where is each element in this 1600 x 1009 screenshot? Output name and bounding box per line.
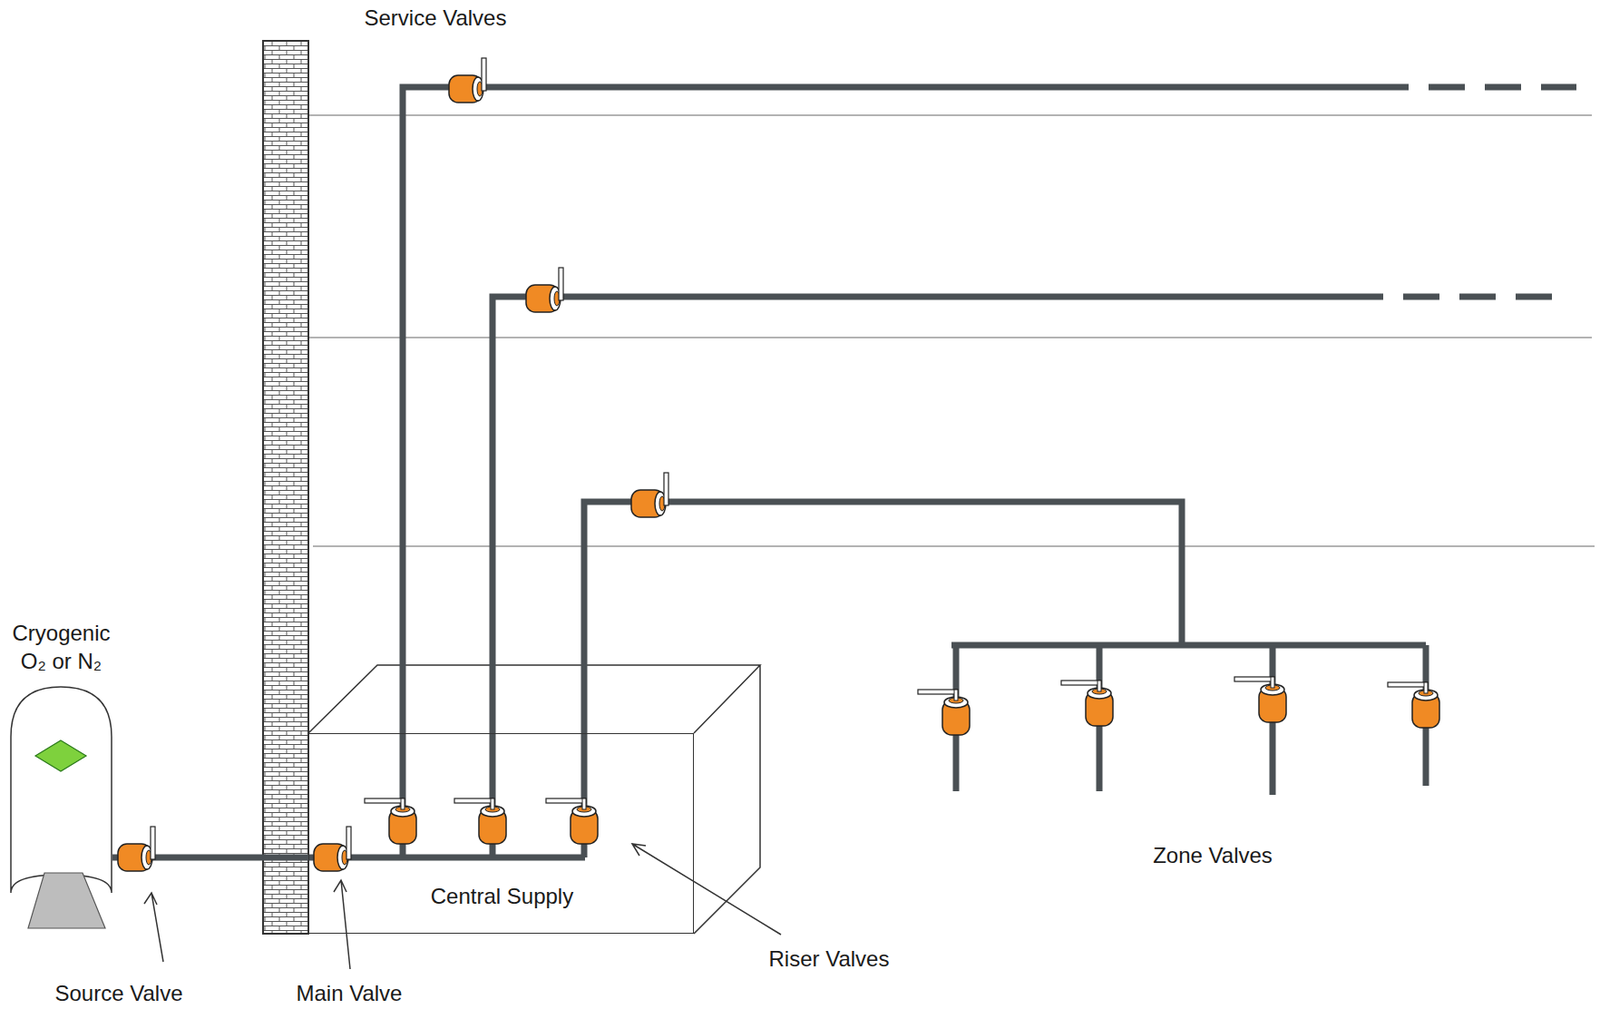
valve-symbol — [1061, 680, 1113, 726]
valve-symbol — [631, 472, 669, 518]
valve-symbol — [454, 798, 507, 844]
valve-symbol — [917, 689, 970, 735]
valve-symbol — [117, 826, 156, 871]
valve-label: Zone Valves — [1152, 840, 1273, 869]
cryogenic-tank: Cryogenic O₂ or N₂ — [9, 685, 113, 929]
valve-label: Riser Valves — [769, 944, 890, 973]
valve-label: Main Valve — [296, 978, 403, 1007]
valve-symbol — [313, 826, 352, 871]
valve-symbol — [1387, 682, 1440, 728]
valve-label: Service Valves — [364, 3, 508, 32]
box-outline — [308, 664, 761, 934]
valve-symbol — [364, 798, 417, 844]
central-supply-box: Central Supply — [308, 732, 694, 934]
brick-wall — [263, 40, 309, 934]
valve-symbol — [546, 798, 598, 844]
tank-heading: Cryogenic O₂ or N₂ — [2, 618, 121, 675]
valve-symbol — [1234, 676, 1287, 722]
box-label: Central Supply — [318, 881, 686, 910]
valve-label: Source Valve — [55, 978, 184, 1007]
valve-symbol — [448, 58, 487, 103]
valve-symbol — [526, 267, 564, 313]
tank-outline — [9, 685, 113, 929]
